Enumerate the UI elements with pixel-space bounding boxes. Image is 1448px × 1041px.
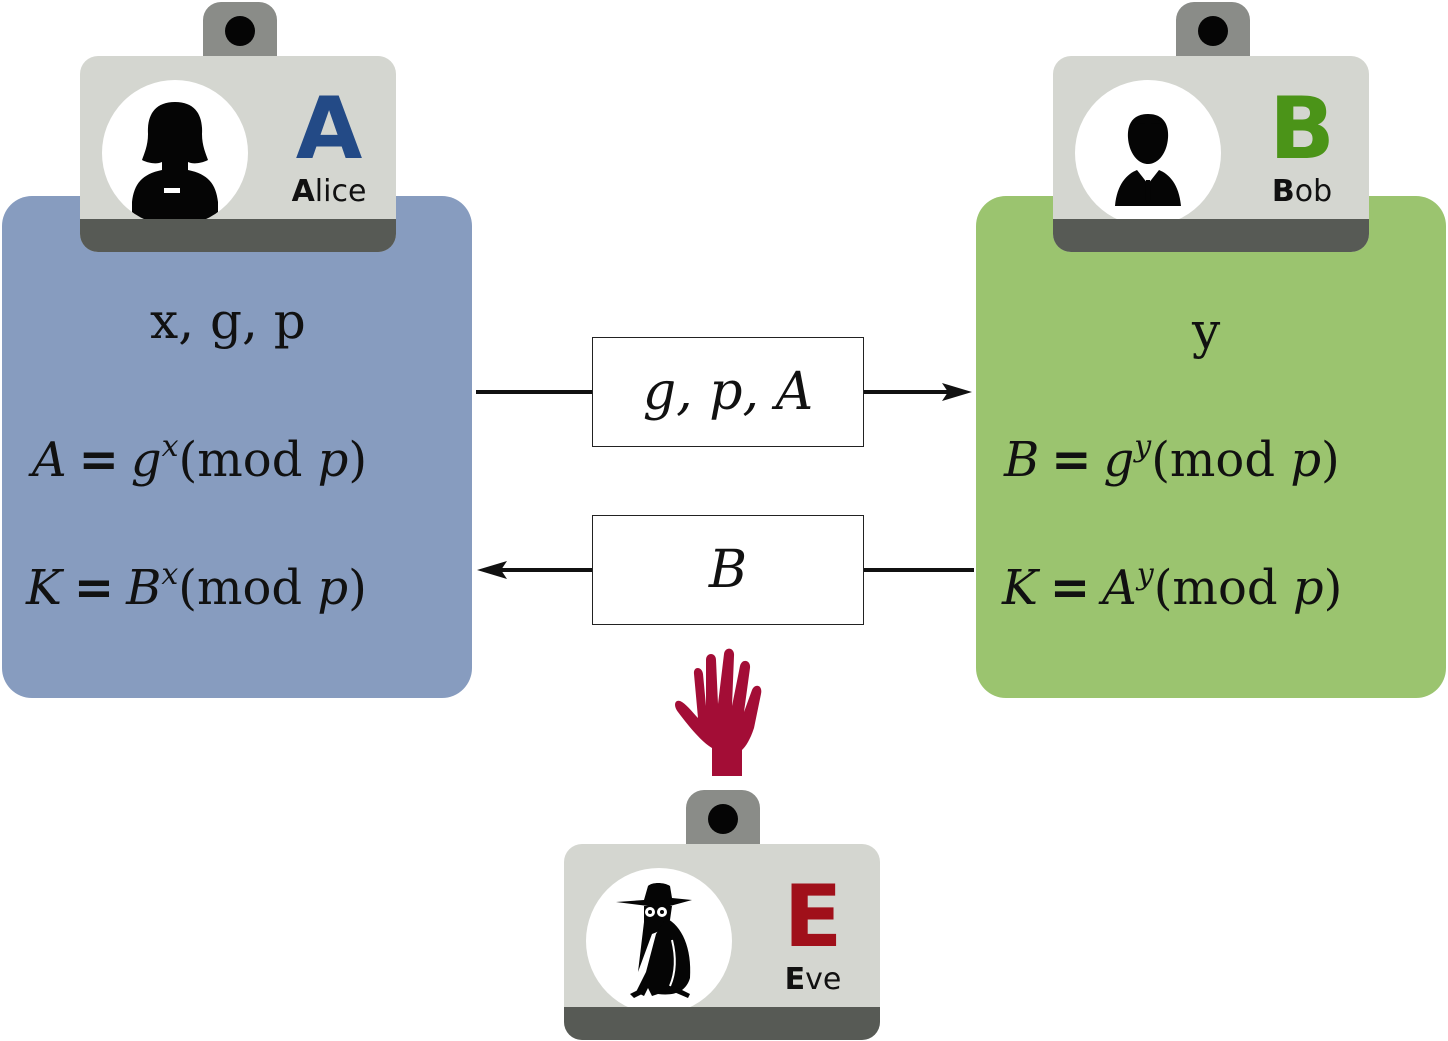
bob-letter: B [1269,79,1335,179]
eve-letter: E [783,867,843,967]
alice-values: x, g, p [150,292,306,350]
eve-name: Eve [784,962,842,997]
bob-public-key-formula: B=gy(mod p) [1004,429,1340,488]
eve-badge: E Eve [564,844,880,1040]
alice-letter: A [295,79,363,179]
alice-panel [2,196,472,698]
man-user-icon [1075,80,1221,226]
alice-badge: A Alice [80,56,396,252]
bob-shared-key-formula: K=Ay(mod p) [1002,557,1343,616]
stop-hand-icon [675,648,762,776]
alice-public-key-formula: A=gx(mod p) [32,429,368,488]
message-box-to-bob: g, p, A [592,337,864,447]
arrow-to-bob-head [942,383,972,401]
arrow-to-alice-head [477,561,507,579]
alice-shared-key-formula: K=Bx(mod p) [26,557,367,616]
bob-badge: B Bob [1053,56,1369,252]
bob-values: y [1192,302,1221,360]
bob-name: Bob [1271,174,1333,209]
alice-name: Alice [291,174,367,209]
message-box-to-alice: B [592,515,864,625]
spy-icon [586,868,732,1014]
woman-user-icon [102,80,248,226]
bob-panel [976,196,1446,698]
